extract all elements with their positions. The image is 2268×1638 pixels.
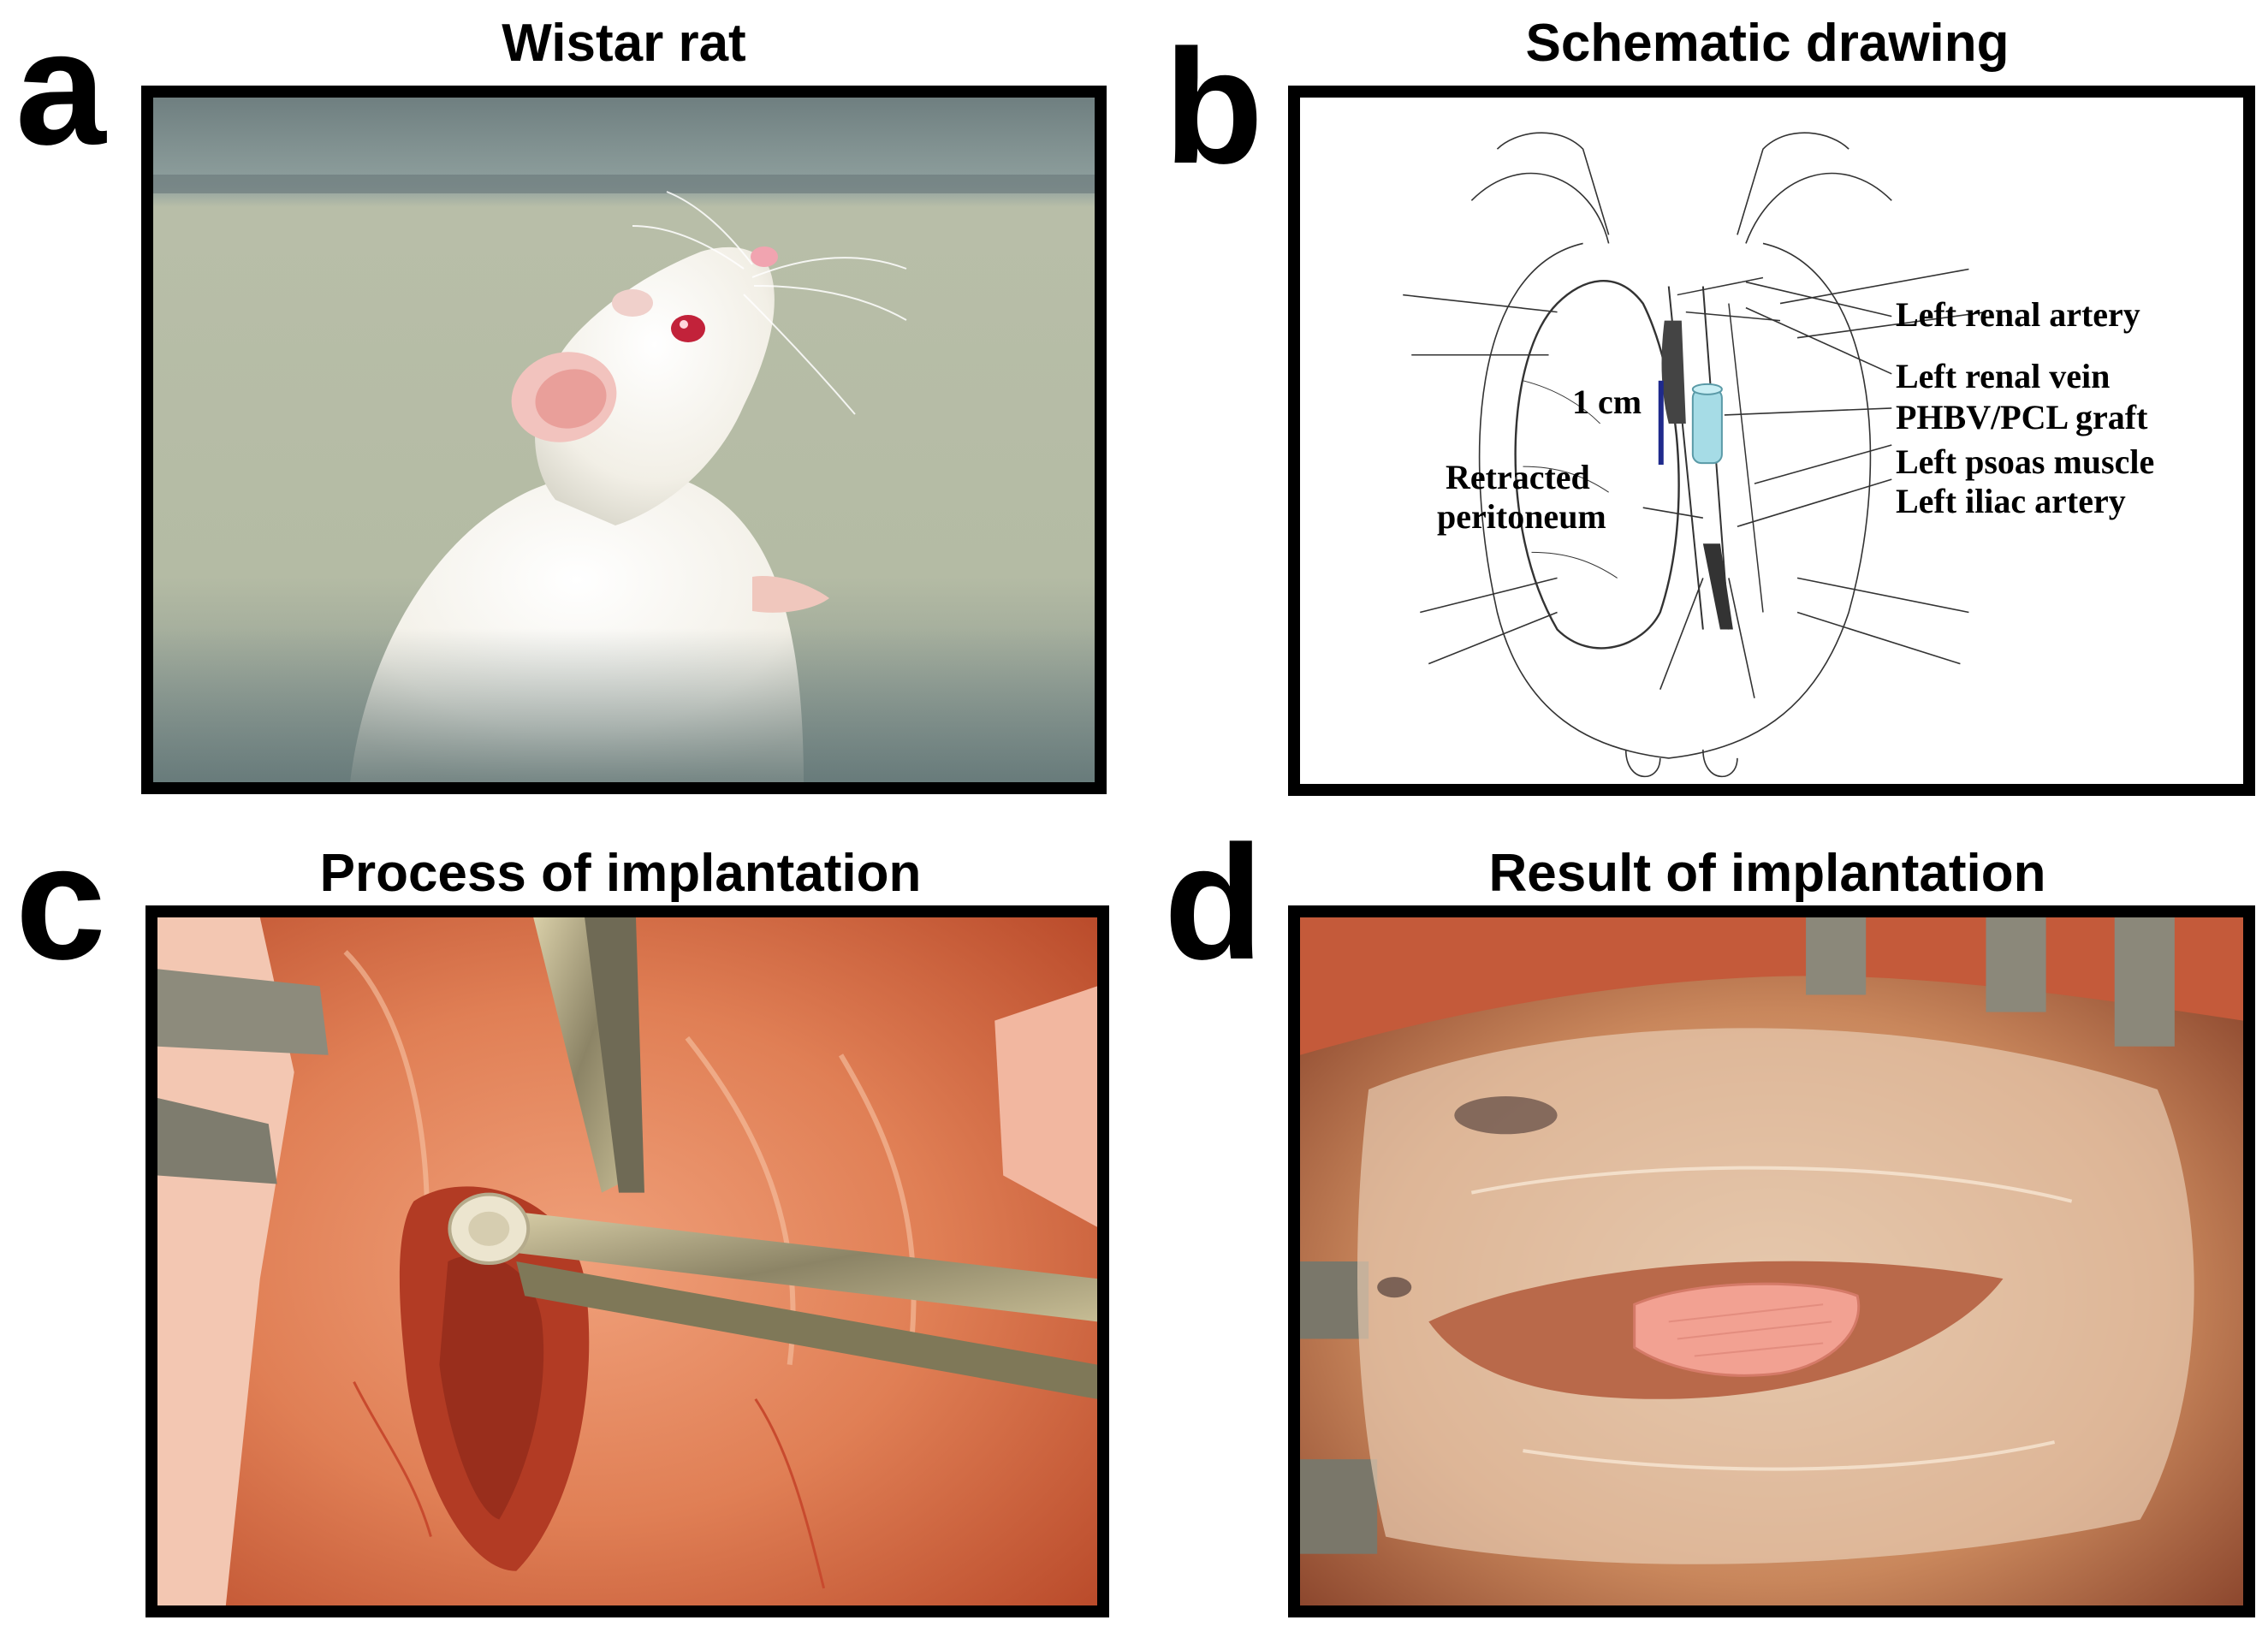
label-peritoneum: peritoneum [1437,497,1606,536]
photo-result-of-implantation [1288,905,2255,1617]
label-retracted: Retracted [1446,458,1590,496]
schematic-illustration [1403,132,1986,778]
panel-title-c: Process of implantation [319,844,922,903]
photo-wistar-rat [141,86,1107,794]
panel-letter-b: b [1164,16,1264,198]
label-left-renal-artery: Left renal artery [1896,295,2140,334]
label-phbv-pcl-graft: PHBV/PCL graft [1896,398,2148,436]
surgery-process-illustration [157,917,1097,1605]
schematic-drawing: 1 cm Retracted peritoneum Left renal art… [1288,86,2255,796]
rat-photo-illustration [153,98,1095,782]
panel-title-b: Schematic drawing [1525,14,2010,73]
photo-process-of-implantation [145,905,1109,1617]
graft-marker [1691,388,1723,465]
label-left-renal-vein: Left renal vein [1896,357,2111,395]
scale-bar [1658,380,1664,466]
scale-bar-label: 1 cm [1572,383,1642,421]
panel-letter-a: a [15,0,106,179]
panel-letter-c: c [15,812,106,994]
panel-letter-d: d [1164,812,1264,994]
panel-title-a: Wistar rat [502,14,746,73]
label-left-iliac-artery: Left iliac artery [1896,482,2126,520]
surgery-result-illustration [1300,917,2243,1605]
panel-title-d: Result of implantation [1488,844,2046,903]
label-left-psoas-muscle: Left psoas muscle [1896,442,2155,481]
